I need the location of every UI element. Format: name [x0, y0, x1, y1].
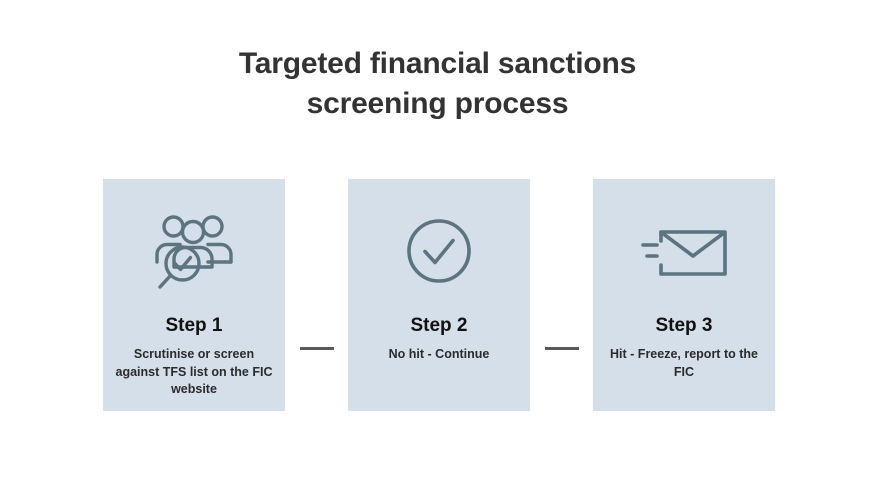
- people-search-check-icon: [152, 203, 236, 299]
- connector-slot-2: [531, 179, 593, 411]
- connector-slot-1: [286, 179, 348, 411]
- step-card-3[interactable]: Step 3 Hit - Freeze, report to the FIC: [593, 179, 775, 411]
- page-title: Targeted financial sanctions screening p…: [0, 44, 875, 124]
- envelope-send-icon: [638, 203, 730, 299]
- connector-step2-step3: [544, 347, 579, 350]
- step-card-2[interactable]: Step 2 No hit - Continue: [348, 179, 530, 411]
- connector-step1-step2: [299, 347, 334, 350]
- step-description: Hit - Freeze, report to the FIC: [610, 346, 758, 379]
- circle-check-icon: [405, 203, 473, 299]
- step-heading: Step 1: [165, 315, 223, 336]
- page-title-line-2: screening process: [306, 86, 569, 120]
- step-heading: Step 3: [655, 315, 713, 336]
- step-description: No hit - Continue: [388, 346, 490, 361]
- step-card-1[interactable]: Step 1 Scrutinise or screen against TFS …: [103, 179, 285, 411]
- process-steps-row: Step 1 Scrutinise or screen against TFS …: [103, 179, 775, 411]
- step-description: Scrutinise or screen against TFS list on…: [115, 346, 273, 397]
- page-title-line-1: Targeted financial sanctions: [238, 47, 637, 80]
- step-heading: Step 2: [410, 315, 468, 336]
